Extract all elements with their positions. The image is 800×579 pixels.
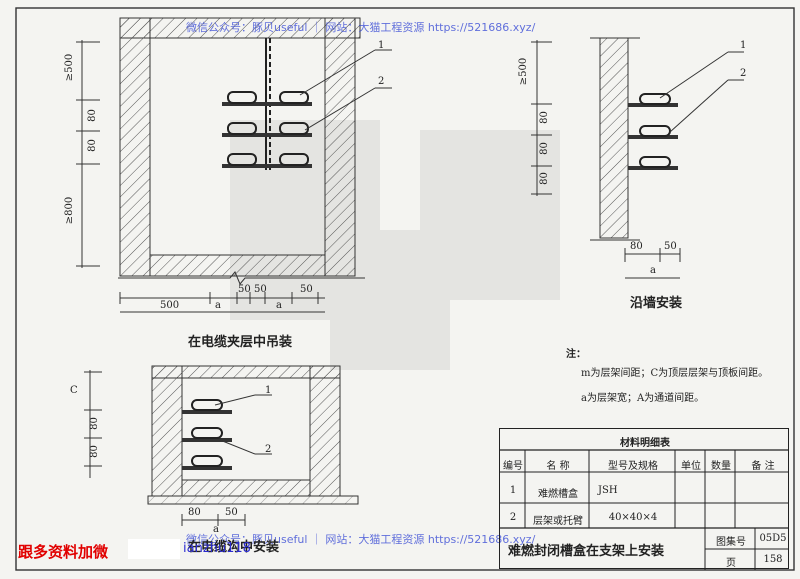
dim-h3-50: 50 [225,507,238,518]
header-unit: 单位 [681,461,701,472]
materials-table: 材料明细表 编号 名 称 型号及规格 单位 数量 备 注 1 难燃槽盒 JSH … [499,428,789,569]
promo-redaction [128,539,180,559]
notes-line-1: m为层架间距；C为顶层层架与顶板间距。 [581,368,769,379]
background-ghost [230,120,560,370]
dim-h1-50a: 50 [238,284,251,295]
page-value: 158 [763,554,783,565]
dim-h2-50: 50 [664,241,677,252]
wall-section [599,37,629,239]
table-title: 材料明细表 [620,438,670,449]
view-wall-mounted [531,37,744,279]
notes-line-2: a为层架宽；A为通道间距。 [581,393,705,404]
materials-table-grid [499,449,789,570]
drawing-title: 难燃封闭槽盒在支架上安装 [508,544,665,559]
dim-h3-a: a [213,524,219,535]
promo-red-text: 跟多资料加微 [18,543,109,561]
dim-v3-80a: 80 [88,417,100,430]
dim-v3-80b: 80 [88,445,100,458]
callout-2-mezzanine: 2 [378,76,385,87]
header-spec: 型号及规格 [608,461,658,472]
dim-h1-a1: a [215,300,221,311]
callout-1-trench: 1 [265,385,272,396]
dim-v2-80c: 80 [538,172,550,185]
dim-v1-800: ≥800 [64,196,76,225]
dim-v1-80b: 80 [86,139,98,152]
row-2-no: 2 [509,512,517,523]
row-1-name: 难燃槽盒 [538,489,578,500]
dim-h1-50b: 50 [254,284,267,295]
row-2-spec: 40×40×4 [608,512,658,523]
row-1-spec: JSH [598,485,618,496]
promo-blue-text: ianzhu118 [183,541,251,556]
callout-1-wall: 1 [740,40,747,51]
title-cable-mezzanine: 在电缆夹层中吊装 [188,335,293,350]
dim-v2-500: ≥500 [518,57,530,86]
callout-2-trench: 2 [265,444,272,455]
dim-v1-500: ≥500 [64,53,76,82]
dim-v1-80a: 80 [86,109,98,122]
header-remark: 备 注 [751,461,775,472]
row-1-no: 1 [509,485,517,496]
dim-h2-80: 80 [630,241,643,252]
header-qty: 数量 [711,461,731,472]
dim-h2-a: a [650,265,656,276]
drawing-border [15,7,795,571]
header-no: 编号 [503,461,523,472]
floor-slab [149,254,326,277]
dim-h3-80: 80 [188,507,201,518]
title-trench: 在电缆沟中安装 [188,540,280,555]
page-label: 页 [726,558,736,569]
row-2-name: 层架或托臂 [533,516,583,527]
atlas-label: 图集号 [716,537,746,548]
dim-h1-500: 500 [160,300,180,311]
tray-stack-wall [628,93,678,170]
dim-v3-c: C [70,385,78,396]
dim-v2-80a: 80 [538,111,550,124]
notes-heading: 注： [566,349,586,360]
watermark-bottom: 微信公众号：豚贝useful ｜ 网站：大猫工程资源 https://52168… [186,533,536,546]
right-wall [324,17,356,277]
view-cable-mezzanine [76,17,392,313]
dim-v2-80b: 80 [538,142,550,155]
watermark-top: 微信公众号：豚贝useful ｜ 网站：大猫工程资源 https://52168… [186,21,536,34]
header-name: 名 称 [546,461,570,472]
view-trench [84,365,359,526]
atlas-value: 05D5 [759,533,787,544]
tray-stack-mezzanine [222,91,312,168]
title-wall-mounted: 沿墙安装 [630,296,683,311]
tray-stack-trench [182,399,232,470]
callout-1-mezzanine: 1 [378,40,385,51]
callout-2-wall: 2 [740,68,747,79]
dim-h1-50c: 50 [300,284,313,295]
left-wall [119,17,151,277]
dim-h1-a2: a [276,300,282,311]
